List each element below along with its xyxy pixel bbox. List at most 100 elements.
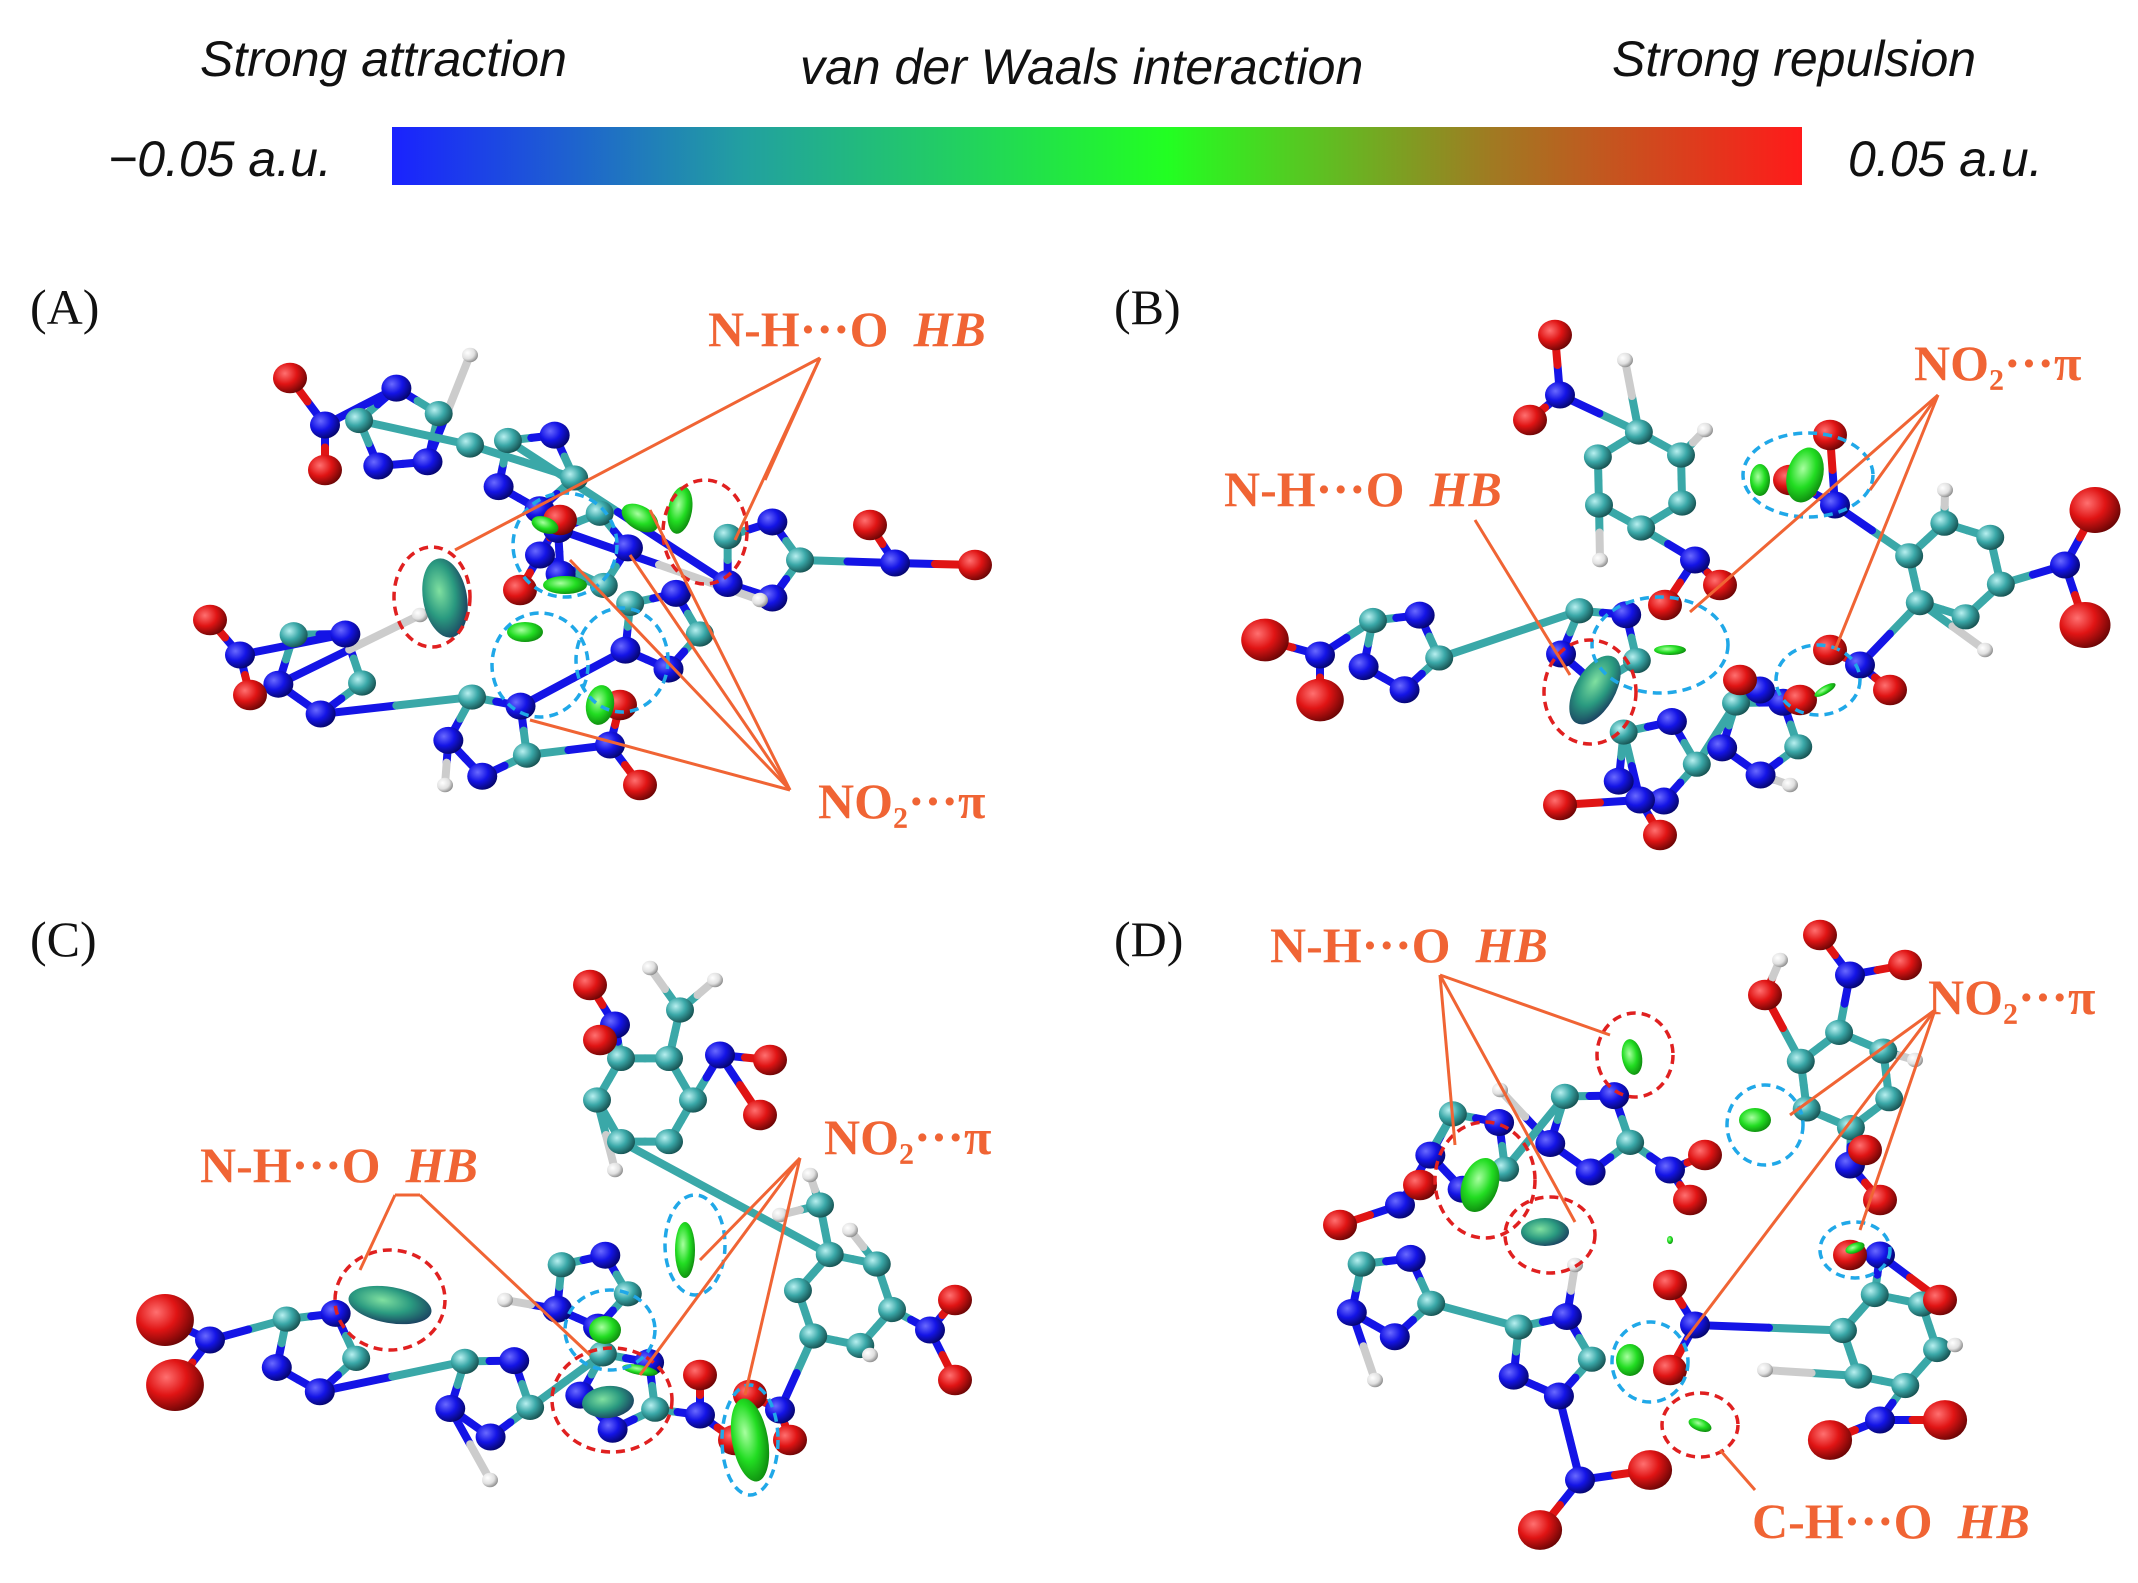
panel-d-molecules (1323, 919, 1968, 1550)
panel-b-molecules (1241, 319, 2121, 851)
leader-line (698, 1156, 802, 1262)
carbon-atom (1622, 647, 1651, 674)
leader-line (454, 356, 821, 552)
panel-b-hb-text: N-H···O (1224, 461, 1405, 517)
colorbar-max-label: 0.05 a.u. (1848, 131, 2043, 187)
leader-line (763, 357, 822, 481)
leader-line (1438, 974, 1577, 1223)
pi-circle (1774, 643, 1862, 717)
panel-c-pi-annotation: NO₂···π (824, 1109, 992, 1165)
panel-c-hb-suffix: HB (405, 1137, 478, 1193)
nitrogen-atom (1865, 1241, 1895, 1269)
carbon-atom (1860, 1281, 1889, 1308)
colorbar-mid-label: van der Waals interaction (800, 39, 1364, 95)
nitrogen-atom (433, 726, 464, 754)
nitrogen-atom (880, 549, 910, 577)
oxygen-atom (1648, 589, 1682, 621)
oxygen-atom (958, 549, 992, 581)
nitrogen-atom (1498, 1362, 1529, 1390)
oxygen-atom (1241, 618, 1289, 662)
oxygen-atom (193, 604, 227, 636)
carbon-atom (456, 432, 484, 458)
nitrogen-atom (685, 1401, 715, 1429)
carbon-atom (1624, 419, 1653, 445)
carbon-atom (878, 1296, 907, 1323)
bond (554, 525, 664, 569)
nitrogen-atom (1835, 961, 1865, 989)
hydrogen-atom (642, 960, 658, 976)
leader-line (1718, 1449, 1757, 1491)
carbon-atom (1616, 1129, 1645, 1156)
hydrogen-atom (1772, 952, 1788, 968)
carbon-atom (655, 1045, 683, 1072)
hydrogen-atom (1617, 352, 1633, 368)
carbon-atom (348, 670, 377, 696)
leader-line (1689, 393, 1939, 614)
isosurface (507, 622, 543, 642)
hb-circle (661, 478, 749, 586)
hydrogen-atom (1367, 1372, 1383, 1388)
isosurface (1667, 1236, 1673, 1244)
carbon-atom (1609, 719, 1638, 745)
nitrogen-atom (915, 1316, 945, 1344)
hydrogen-atom (1937, 482, 1953, 498)
carbon-atom (342, 1345, 371, 1371)
oxygen-atom (2069, 487, 2121, 533)
nitrogen-atom (1305, 641, 1335, 669)
carbon-atom (607, 1045, 635, 1072)
carbon-atom (345, 407, 374, 434)
pi-circle (1610, 1320, 1690, 1404)
panel-d-hb-text: N-H···O (1270, 917, 1451, 973)
leader-line (1439, 973, 1611, 1037)
carbon-atom (1358, 607, 1387, 634)
isosurface (531, 516, 559, 534)
oxygen-atom (1403, 1169, 1437, 1201)
panel-b-hb-suffix: HB (1429, 461, 1502, 517)
nitrogen-atom (330, 620, 361, 648)
hydrogen-atom (772, 1207, 788, 1223)
hydrogen-atom (842, 1222, 858, 1238)
nitrogen-atom (525, 541, 555, 569)
oxygen-atom (683, 1359, 717, 1391)
nitrogen-atom (2050, 551, 2080, 579)
oxygen-atom (753, 1044, 787, 1076)
nitrogen-atom (597, 1415, 628, 1443)
oxygen-atom (1323, 1209, 1357, 1241)
oxygen-atom (1296, 678, 1344, 722)
carbon-atom (1577, 1346, 1606, 1372)
oxygen-atom (1673, 1184, 1707, 1216)
hb-circle (1595, 1011, 1675, 1099)
panel-d-ch-suffix: HB (1957, 1493, 2030, 1549)
carbon-atom (512, 742, 541, 768)
hydrogen-atom (482, 1472, 498, 1488)
carbon-atom (588, 1341, 617, 1367)
bond (345, 611, 424, 654)
carbon-atom (1895, 543, 1924, 569)
isosurface (422, 558, 468, 638)
isosurface (1750, 464, 1770, 496)
nitrogen-atom (1543, 1382, 1574, 1410)
leader-line (1473, 519, 1572, 676)
carbon-atom (679, 1087, 707, 1113)
carbon-atom (424, 401, 453, 427)
leader-line (418, 1193, 592, 1357)
panel-d-hb-suffix: HB (1475, 917, 1548, 973)
nitrogen-atom (757, 508, 788, 536)
carbon-atom (685, 621, 714, 647)
oxygen-atom (1813, 634, 1847, 666)
carbon-atom (1836, 1115, 1865, 1141)
oxygen-atom (146, 1358, 204, 1412)
hydrogen-atom (752, 592, 768, 608)
nitrogen-atom (1385, 1191, 1415, 1219)
nitrogen-atom (412, 448, 443, 476)
leader-line (1438, 974, 1457, 1146)
carbon-atom (1891, 1372, 1920, 1399)
panel-a-pi-annotation: NO₂···π (818, 773, 986, 829)
nitrogen-atom (467, 762, 498, 790)
leader-line (648, 509, 792, 791)
panel-c-label: (C) (30, 911, 97, 967)
nitrogen-atom (435, 1395, 466, 1423)
panel-d-ch-text: C-H···O (1752, 1493, 1933, 1549)
carbon-atom (1784, 734, 1813, 760)
leader-line (628, 554, 792, 791)
